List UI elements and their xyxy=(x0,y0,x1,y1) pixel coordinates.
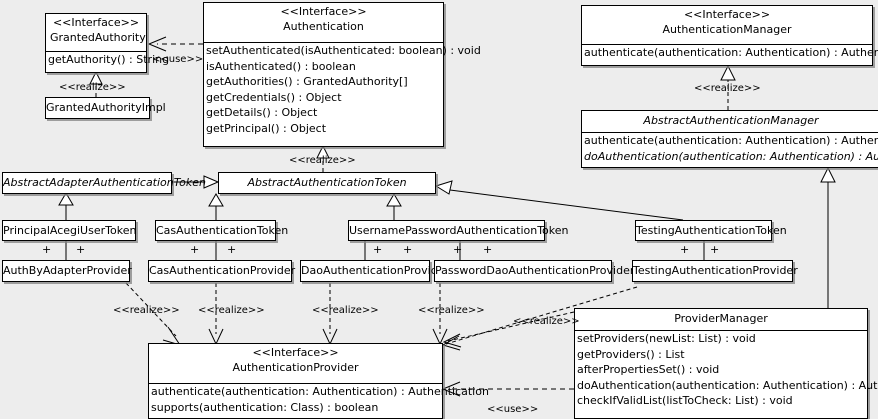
relationship-label-realize-granted-authority-impl: <<realize>> xyxy=(59,82,126,93)
class-methods: setProviders(newList: List) : void getPr… xyxy=(575,331,878,409)
class-name: AuthenticationManager xyxy=(662,23,792,36)
class-granted-authority[interactable]: <<Interface>> GrantedAuthority getAuthor… xyxy=(45,13,170,73)
class-cas-authentication-provider[interactable]: CasAuthenticationProvider xyxy=(148,260,296,282)
class-name: TestingAuthenticationToken xyxy=(636,224,787,237)
stereotype-label: <<Interface>> xyxy=(52,16,140,29)
relationship-label-use-granted-authority: <<use>> xyxy=(152,54,204,65)
class-name: AuthenticationProvider xyxy=(232,361,359,374)
class-name: AbstractAdapterAuthenticationToken xyxy=(3,176,206,189)
method-row: getProviders() : List xyxy=(577,347,685,361)
relationship-label-realize-password-dao-provider: <<realize>> xyxy=(418,305,485,316)
class-header: ProviderManager xyxy=(575,309,867,331)
class-methods: authenticate(authentication: Authenticat… xyxy=(582,133,878,164)
class-name: AuthByAdapterProvider xyxy=(3,264,132,277)
class-abstract-authentication-manager[interactable]: AbstractAuthenticationManager authentica… xyxy=(581,110,878,168)
class-principal-acegi-user-token[interactable]: PrincipalAcegiUserToken xyxy=(2,220,136,241)
method-row: supports(authentication: Class) : boolea… xyxy=(151,400,379,414)
method-row: getDetails() : Object xyxy=(206,106,318,119)
relationship-label-use-provider-manager: <<use>> xyxy=(487,404,539,415)
class-header: <<Interface>> AuthenticationManager xyxy=(582,6,872,45)
association-visibility-marker: + xyxy=(403,243,413,256)
relationship-label-realize-abstract-authentication-manager: <<realize>> xyxy=(694,83,761,94)
method-row: isAuthenticated() : boolean xyxy=(206,59,356,73)
class-name: CasAuthenticationToken xyxy=(156,224,289,237)
relationship-label-realize-provider-manager: <<realize>> xyxy=(513,316,580,327)
class-username-password-authentication-token[interactable]: UsernamePasswordAuthenticationToken xyxy=(348,220,569,241)
stereotype-label: <<Interface>> xyxy=(280,5,367,18)
method-row: doAuthentication(authentication: Authent… xyxy=(577,378,878,392)
stereotype-label: <<Interface>> xyxy=(683,8,771,21)
class-abstract-authentication-token[interactable]: AbstractAuthenticationToken xyxy=(218,172,436,194)
method-row: setProviders(newList: List) : void xyxy=(577,332,756,345)
class-name: PasswordDaoAuthenticationProvider xyxy=(435,264,635,277)
class-authentication-manager[interactable]: <<Interface>> AuthenticationManager auth… xyxy=(581,5,878,66)
class-methods: authenticate(authentication: Authenticat… xyxy=(582,45,878,61)
association-visibility-marker: + xyxy=(680,243,690,256)
class-name: TestingAuthenticationProvider xyxy=(633,264,798,277)
method-row: getCredentials() : Object xyxy=(206,90,342,104)
relationship-label-realize-dao-provider: <<realize>> xyxy=(312,305,379,316)
method-row: checkIfValidList(listToCheck: List) : vo… xyxy=(577,394,793,407)
class-header: <<Interface>> GrantedAuthority xyxy=(46,14,146,52)
association-visibility-marker: + xyxy=(42,243,52,256)
class-methods: getAuthority() : String xyxy=(46,52,170,68)
class-name: PrincipalAcegiUserToken xyxy=(3,224,137,237)
class-name: DaoAuthenticationProvider xyxy=(301,264,449,277)
class-name: CasAuthenticationProvider xyxy=(149,264,296,277)
class-name: Authentication xyxy=(283,20,364,33)
stereotype-label: <<Interface>> xyxy=(252,346,339,359)
relationship-label-realize-auth-by-adapter-provider: <<realize>> xyxy=(113,305,180,316)
class-testing-authentication-provider[interactable]: TestingAuthenticationProvider xyxy=(632,260,798,282)
class-header: AbstractAuthenticationManager xyxy=(582,111,878,133)
association-visibility-marker: + xyxy=(76,243,86,256)
class-cas-authentication-token[interactable]: CasAuthenticationToken xyxy=(155,220,289,241)
method-row: getPrincipal() : Object xyxy=(206,121,327,135)
method-row: authenticate(authentication: Authenticat… xyxy=(584,46,878,59)
class-testing-authentication-token[interactable]: TestingAuthenticationToken xyxy=(635,220,787,241)
relationship-label-realize-authentication-token: <<realize>> xyxy=(289,155,356,166)
class-auth-by-adapter-provider[interactable]: AuthByAdapterProvider xyxy=(2,260,132,282)
class-name: GrantedAuthorityImpl xyxy=(46,101,166,114)
method-row: getAuthorities() : GrantedAuthority[] xyxy=(206,75,408,88)
association-visibility-marker: + xyxy=(710,243,720,256)
class-name: AbstractAuthenticationManager xyxy=(643,114,819,127)
method-row: authenticate(authentication: Authenticat… xyxy=(151,385,489,398)
class-header: <<Interface>> AuthenticationProvider xyxy=(149,344,442,384)
relationship-label-realize-cas-provider: <<realize>> xyxy=(198,305,265,316)
class-header: <<Interface>> Authentication xyxy=(204,3,443,43)
class-name: ProviderManager xyxy=(674,312,768,325)
class-name: AbstractAuthenticationToken xyxy=(247,176,407,189)
class-abstract-adapter-authentication-token[interactable]: AbstractAdapterAuthenticationToken xyxy=(2,172,206,194)
class-authentication-provider[interactable]: <<Interface>> AuthenticationProvider aut… xyxy=(148,343,489,419)
class-authentication[interactable]: <<Interface>> Authentication setAuthenti… xyxy=(203,2,481,147)
class-dao-authentication-provider[interactable]: DaoAuthenticationProvider xyxy=(300,260,449,282)
method-row: getAuthority() : String xyxy=(48,53,170,66)
class-name: UsernamePasswordAuthenticationToken xyxy=(349,224,569,237)
association-visibility-marker: + xyxy=(227,243,237,256)
method-row: authenticate(authentication: Authenticat… xyxy=(584,134,878,147)
method-row: doAuthentication(authentication: Authent… xyxy=(584,149,878,163)
association-visibility-marker: + xyxy=(373,243,383,256)
association-visibility-marker: + xyxy=(453,243,463,256)
method-row: afterPropertiesSet() : void xyxy=(577,363,720,376)
class-provider-manager[interactable]: ProviderManager setProviders(newList: Li… xyxy=(574,308,878,419)
method-row: setAuthenticated(isAuthenticated: boolea… xyxy=(206,44,481,57)
class-granted-authority-impl[interactable]: GrantedAuthorityImpl xyxy=(45,97,166,119)
class-methods: authenticate(authentication: Authenticat… xyxy=(149,384,489,415)
class-password-dao-authentication-provider[interactable]: PasswordDaoAuthenticationProvider xyxy=(434,260,635,282)
class-methods: setAuthenticated(isAuthenticated: boolea… xyxy=(204,43,481,136)
association-visibility-marker: + xyxy=(483,243,493,256)
association-visibility-marker: + xyxy=(190,243,200,256)
class-name: GrantedAuthority xyxy=(50,31,146,44)
